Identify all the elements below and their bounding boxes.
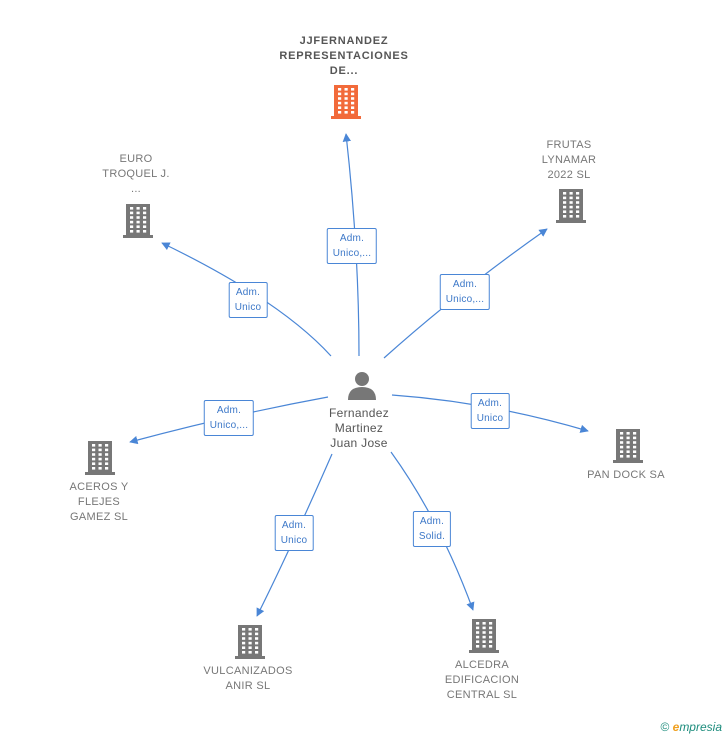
relation-label-pan-dock[interactable]: Adm. Unico bbox=[470, 393, 510, 429]
relation-label-frutas-lynamar[interactable]: Adm. Unico,... bbox=[439, 274, 491, 310]
company-label-vulcanizados-anir[interactable]: VULCANIZADOS ANIR SL bbox=[203, 665, 293, 692]
building-icon[interactable] bbox=[613, 429, 643, 463]
brand-name: mpresia bbox=[679, 720, 722, 734]
building-icon[interactable] bbox=[123, 204, 153, 238]
building-icon[interactable] bbox=[469, 619, 499, 653]
building-icon[interactable] bbox=[331, 85, 361, 119]
relation-label-jjfernandez[interactable]: Adm. Unico,... bbox=[326, 228, 378, 264]
person-icon[interactable] bbox=[348, 372, 376, 400]
copyright-symbol: © bbox=[660, 720, 670, 734]
relation-label-aceros-flejes[interactable]: Adm. Unico,... bbox=[203, 400, 255, 436]
company-label-frutas-lynamar[interactable]: FRUTAS LYNAMAR 2022 SL bbox=[541, 139, 597, 181]
relation-label-vulcanizados-anir[interactable]: Adm. Unico bbox=[274, 515, 314, 551]
relation-label-alcedra[interactable]: Adm. Solid. bbox=[412, 511, 452, 547]
company-label-aceros-flejes[interactable]: ACEROS Y FLEJES GAMEZ SL bbox=[69, 481, 129, 523]
footer-brand: © empresia bbox=[660, 720, 722, 734]
company-label-pan-dock[interactable]: PAN DOCK SA bbox=[587, 469, 665, 481]
company-label-jjfernandez[interactable]: JJFERNANDEZ REPRESENTACIONES DE... bbox=[279, 35, 409, 77]
person-name-label[interactable]: Fernandez Martinez Juan Jose bbox=[328, 406, 390, 450]
brand-initial: e bbox=[672, 720, 680, 734]
building-icon[interactable] bbox=[85, 441, 115, 475]
building-icon[interactable] bbox=[235, 625, 265, 659]
relation-label-euro-troquel[interactable]: Adm. Unico bbox=[228, 282, 268, 318]
building-icon[interactable] bbox=[556, 189, 586, 223]
company-label-euro-troquel[interactable]: EURO TROQUEL J. ... bbox=[102, 153, 170, 195]
company-label-alcedra[interactable]: ALCEDRA EDIFICACION CENTRAL SL bbox=[444, 659, 520, 701]
